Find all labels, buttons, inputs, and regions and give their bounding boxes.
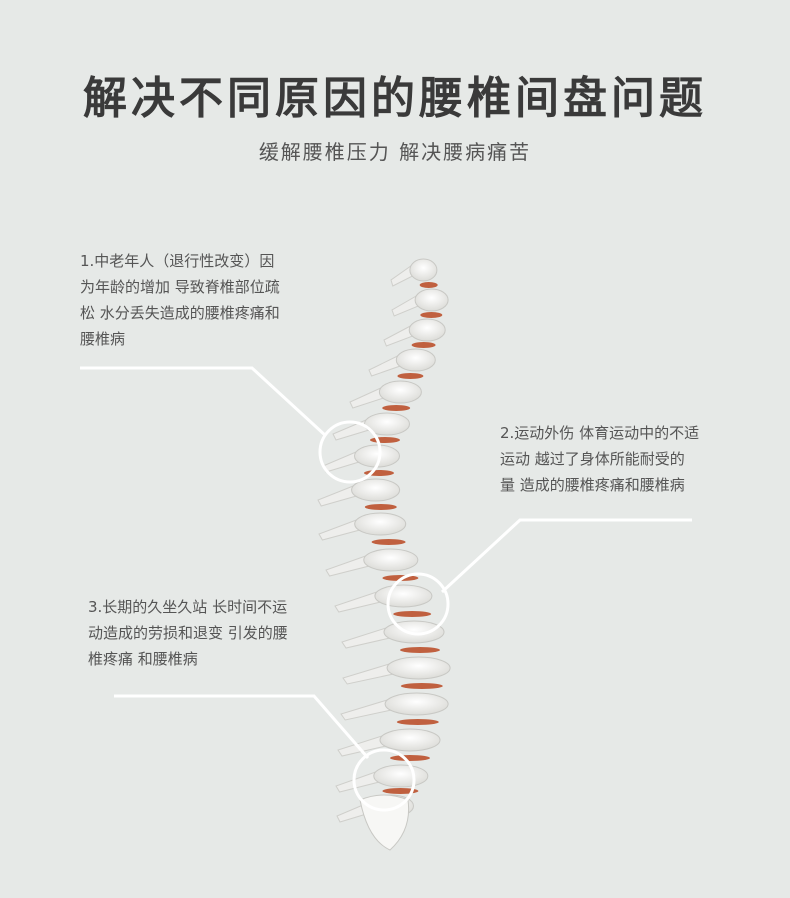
vertebra — [383, 620, 445, 644]
intervertebral-disc — [382, 788, 419, 794]
vertebra — [364, 412, 410, 436]
intervertebral-disc — [370, 437, 400, 443]
page-title: 解决不同原因的腰椎间盘问题 — [83, 73, 707, 124]
intervertebral-disc — [400, 647, 440, 653]
spinous-process — [383, 325, 414, 347]
spinous-process — [340, 699, 393, 721]
intervertebral-disc — [397, 373, 424, 379]
cause-note-3: 3.长期的久坐久站 长时间不运 动造成的劳损和退变 引发的腰 椎疼痛 和腰椎病 — [88, 598, 288, 668]
callout-line-1 — [80, 366, 328, 438]
page-subtitle: 缓解腰椎压力 解决腰病痛苦 — [258, 140, 532, 164]
vertebra — [408, 318, 446, 342]
spinous-process — [322, 451, 360, 473]
vertebra — [378, 380, 422, 404]
intervertebral-disc — [382, 405, 411, 411]
spinous-process — [341, 627, 391, 649]
spinous-process — [368, 355, 401, 377]
spinous-process — [391, 295, 419, 317]
circle-marker-3 — [352, 748, 416, 812]
circle-marker-2 — [386, 572, 450, 636]
vertebra — [374, 584, 433, 608]
intervertebral-disc — [396, 719, 439, 725]
vertebra — [373, 764, 429, 788]
intervertebral-disc — [371, 539, 406, 545]
spinous-process — [325, 555, 370, 577]
vertebra — [363, 548, 419, 572]
spinous-process — [334, 591, 382, 613]
spinous-process — [349, 387, 385, 409]
intervertebral-disc — [400, 683, 443, 689]
intervertebral-disc — [364, 504, 397, 510]
intervertebral-disc — [420, 312, 443, 318]
spinous-process — [390, 265, 414, 287]
spinous-process — [342, 663, 395, 685]
callout-line-2 — [440, 518, 692, 594]
callout-line-3 — [114, 694, 370, 759]
spinous-process — [335, 771, 380, 793]
vertebra — [386, 656, 451, 680]
cause-note-1: 1.中老年人（退行性改变）因 为年龄的增加 导致脊椎部位疏 松 水分丢失造成的腰… — [80, 252, 280, 348]
vertebra — [395, 348, 436, 372]
vertebra — [379, 728, 441, 752]
spine-vertebrae — [317, 258, 451, 851]
vertebra — [354, 512, 407, 536]
vertebra — [409, 258, 438, 282]
cause-note-2: 2.运动外伤 体育运动中的不适 运动 越过了身体所能耐受的 量 造成的腰椎疼痛和… — [500, 424, 700, 494]
intervertebral-disc — [411, 342, 436, 348]
intervertebral-disc — [390, 755, 430, 761]
circle-marker-1 — [318, 420, 382, 484]
vertebra — [414, 288, 449, 312]
spinous-process — [318, 519, 361, 541]
vertebra — [351, 478, 401, 502]
intervertebral-disc — [419, 282, 438, 288]
vertebra — [384, 692, 449, 716]
intervertebral-disc — [393, 611, 432, 617]
spinous-process — [317, 485, 358, 507]
